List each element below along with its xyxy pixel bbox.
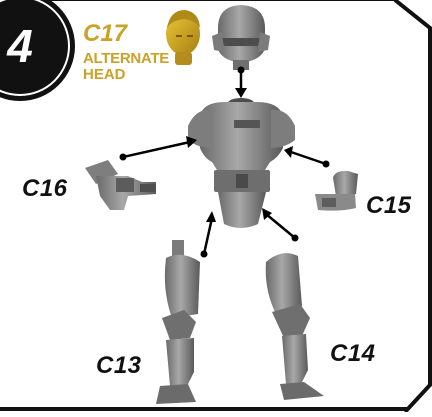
torso-part: [188, 98, 295, 228]
step-number: 4: [0, 16, 40, 76]
arm-part-c16: [85, 160, 156, 210]
arrow-head-to-torso: [235, 67, 247, 99]
part-label-c14: C14: [330, 340, 376, 368]
arrow-c15-to-torso: [284, 146, 330, 168]
alternate-label-line2: HEAD: [83, 66, 126, 83]
arm-part-c15: [315, 171, 358, 211]
arrow-c16-to-torso: [120, 136, 198, 161]
alternate-part-code: C17: [83, 20, 127, 48]
alternate-head-part: [166, 10, 200, 65]
leg-part-c13: [156, 240, 200, 404]
part-label-c16: C16: [22, 175, 68, 203]
arrow-c13-to-hip: [201, 211, 217, 258]
arrow-c14-to-hip: [262, 208, 299, 242]
alternate-label-line1: ALTERNATE: [83, 50, 169, 67]
part-label-c15: C15: [366, 192, 412, 220]
leg-part-c14: [266, 253, 324, 400]
part-label-c13: C13: [96, 352, 142, 380]
helmet-head-part: [212, 5, 270, 70]
